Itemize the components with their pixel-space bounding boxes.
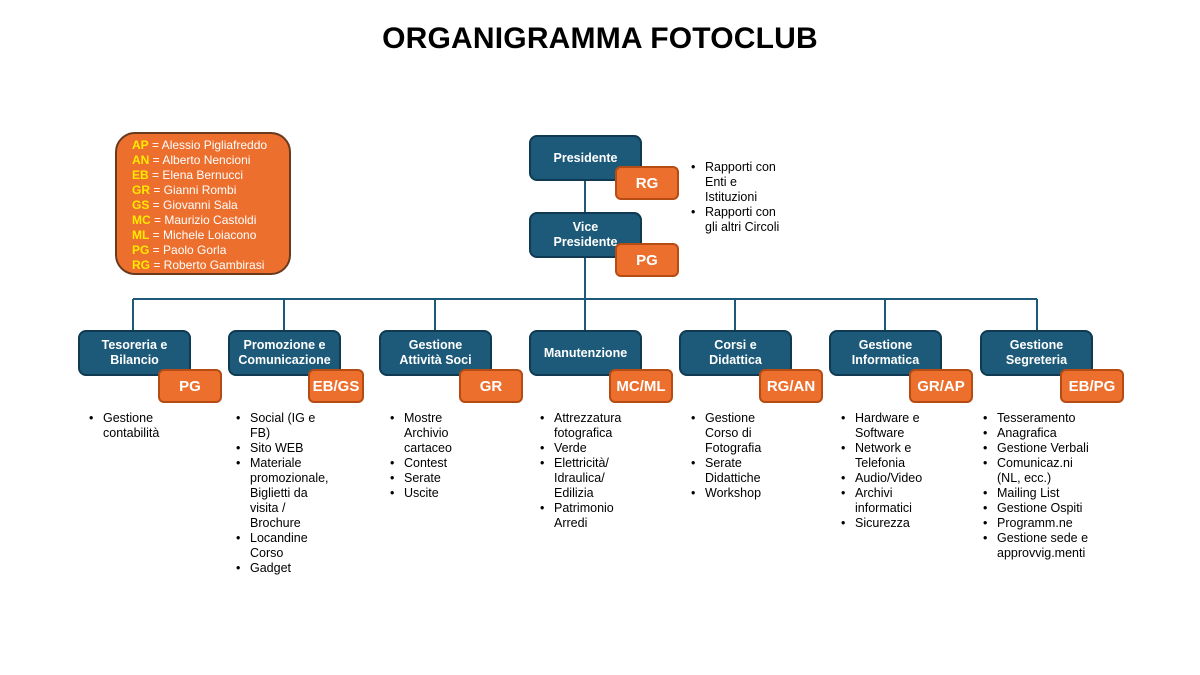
legend-name: = Roberto Gambirasi (150, 258, 265, 272)
department-tag: RG/AN (759, 369, 823, 403)
legend-code: AN (132, 153, 150, 167)
list-item: Locandine Corso (236, 531, 360, 561)
page-title: ORGANIGRAMMA FOTOCLUB (382, 22, 818, 55)
list-item: Uscite (390, 486, 514, 501)
department-label: Tesoreria e Bilancio (101, 338, 168, 367)
department-label: Corsi e Didattica (709, 338, 762, 367)
department-label: Manutenzione (543, 345, 628, 360)
vice-president-label: Vice Presidente (553, 220, 618, 249)
list-item: Elettricità/ Idraulica/ Edilizia (540, 456, 664, 501)
list-item: Programm.ne (983, 516, 1122, 531)
list-item: Audio/Video (841, 471, 965, 486)
list-item: Mailing List (983, 486, 1122, 501)
department-box: Corsi e Didattica (679, 330, 792, 376)
legend-row: ML = Michele Loiacono (132, 228, 289, 243)
department-label: Promozione e Comunicazione (238, 338, 331, 367)
list-item: Gadget (236, 561, 360, 576)
department-box: Gestione Segreteria (980, 330, 1093, 376)
department-label: Gestione Segreteria (1005, 338, 1068, 367)
list-item: Contest (390, 456, 514, 471)
legend-row: GR = Gianni Rombi (132, 183, 289, 198)
department-box: Gestione Attività Soci (379, 330, 492, 376)
list-item: Social (IG e FB) (236, 411, 360, 441)
list-item: Serate (390, 471, 514, 486)
legend-name: = Alberto Nencioni (149, 153, 251, 167)
list-item: Rapporti con gli altri Circoli (691, 205, 815, 235)
list-item: Workshop (691, 486, 815, 501)
legend-name: = Maurizio Castoldi (150, 213, 257, 227)
legend-code: EB (132, 168, 149, 182)
list-item: Serate Didattiche (691, 456, 815, 486)
legend-row: EB = Elena Bernucci (132, 168, 289, 183)
department-tag: MC/ML (609, 369, 673, 403)
president-box: Presidente (529, 135, 642, 181)
list-item: Mostre Archivio cartaceo (390, 411, 514, 456)
legend-code: ML (132, 228, 150, 242)
department-box: Manutenzione (529, 330, 642, 376)
legend-row: PG = Paolo Gorla (132, 243, 289, 258)
department-tag: EB/PG (1060, 369, 1124, 403)
list-item: Hardware e Software (841, 411, 965, 441)
legend-row: GS = Giovanni Sala (132, 198, 289, 213)
department-tag: EB/GS (308, 369, 364, 403)
list-item: Tesseramento (983, 411, 1122, 426)
department-items: Hardware e SoftwareNetwork e TelefoniaAu… (841, 411, 965, 531)
legend-name: = Alessio Pigliafreddo (148, 138, 268, 152)
department-tag: GR (459, 369, 523, 403)
department-items: Gestione Corso di FotografiaSerate Didat… (691, 411, 815, 501)
list-item: Gestione Corso di Fotografia (691, 411, 815, 456)
department-items: Social (IG e FB)Sito WEBMateriale promoz… (236, 411, 360, 576)
list-item: Verde (540, 441, 664, 456)
legend-row: MC = Maurizio Castoldi (132, 213, 289, 228)
legend-name: = Michele Loiacono (149, 228, 257, 242)
list-item: Patrimonio Arredi (540, 501, 664, 531)
list-item: Gestione Verbali (983, 441, 1122, 456)
legend-row: RG = Roberto Gambirasi (132, 258, 289, 273)
legend-name: = Paolo Gorla (149, 243, 227, 257)
list-item: Materiale promozionale, Biglietti da vis… (236, 456, 360, 531)
list-item: Gestione contabilità (89, 411, 213, 441)
list-item: Network e Telefonia (841, 441, 965, 471)
legend-code: GR (132, 183, 150, 197)
list-item: Archivi informatici (841, 486, 965, 516)
legend-code: AP (132, 138, 149, 152)
legend-code: RG (132, 258, 150, 272)
list-item: Attrezzatura fotografica (540, 411, 664, 441)
president-tag: RG (615, 166, 679, 200)
department-label: Gestione Attività Soci (399, 338, 472, 367)
department-box: Gestione Informatica (829, 330, 942, 376)
president-label: Presidente (553, 150, 618, 165)
legend-name: = Elena Bernucci (148, 168, 244, 182)
list-item: Gestione sede e approvvig.menti (983, 531, 1122, 561)
department-items: Gestione contabilità (89, 411, 213, 441)
department-items: Mostre Archivio cartaceoContestSerateUsc… (390, 411, 514, 501)
legend-code: MC (132, 213, 151, 227)
department-tag: GR/AP (909, 369, 973, 403)
department-items: Attrezzatura fotograficaVerdeElettricità… (540, 411, 664, 531)
legend-name: = Gianni Rombi (150, 183, 237, 197)
legend-row: AN = Alberto Nencioni (132, 153, 289, 168)
list-item: Anagrafica (983, 426, 1122, 441)
department-items: TesseramentoAnagraficaGestione VerbaliCo… (983, 411, 1122, 561)
legend-name: = Giovanni Sala (149, 198, 238, 212)
department-label: Gestione Informatica (851, 338, 920, 367)
president-notes: Rapporti con Enti e Istituzioni Rapporti… (691, 160, 815, 235)
department-tag: PG (158, 369, 222, 403)
legend-code: GS (132, 198, 150, 212)
list-item: Comunicaz.ni (NL, ecc.) (983, 456, 1122, 486)
list-item: Rapporti con Enti e Istituzioni (691, 160, 815, 205)
legend-row: AP = Alessio Pigliafreddo (132, 138, 289, 153)
legend-code: PG (132, 243, 150, 257)
list-item: Sicurezza (841, 516, 965, 531)
list-item: Gestione Ospiti (983, 501, 1122, 516)
vice-president-tag: PG (615, 243, 679, 277)
list-item: Sito WEB (236, 441, 360, 456)
department-box: Tesoreria e Bilancio (78, 330, 191, 376)
department-box: Promozione e Comunicazione (228, 330, 341, 376)
